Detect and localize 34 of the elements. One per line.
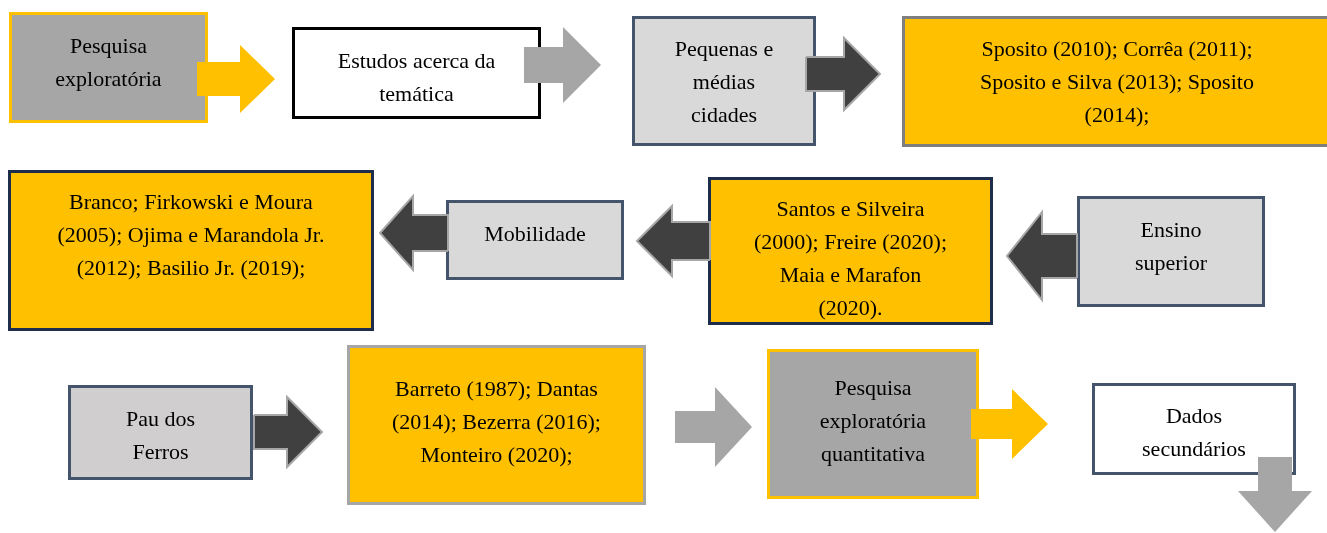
- box-label: Estudos acerca da temática: [336, 47, 497, 108]
- block-arrow: [1238, 457, 1312, 532]
- process-box: [8, 170, 374, 331]
- process-box: [632, 16, 816, 146]
- box-label: Mobilidade: [484, 220, 586, 248]
- block-arrow: [971, 389, 1048, 459]
- block-arrow: [805, 35, 882, 113]
- block-arrow: [197, 45, 275, 113]
- process-box: [292, 27, 541, 119]
- box-label: Ensino superior: [1133, 216, 1209, 277]
- box-label: Pesquisa exploratória quantitativa: [818, 374, 928, 468]
- process-box: [1092, 383, 1296, 475]
- block-arrow: [253, 394, 324, 470]
- block-arrow: [635, 203, 711, 279]
- box-label: Barreto (1987); Dantas (2014); Bezerra (2016); Monteiro (2020);: [391, 375, 602, 469]
- process-box: [708, 177, 993, 325]
- process-box: [347, 345, 646, 505]
- block-arrow: [378, 193, 449, 273]
- process-box: [446, 200, 624, 280]
- box-label: Branco; Firkowski e Moura (2005); Ojima e Marandola Jr. (2012); Basilio Jr. (2019);: [56, 188, 326, 282]
- box-label: Sposito (2010); Corrêa (2011); Sposito e Silva (2013); Sposito (2014);: [979, 35, 1255, 129]
- process-box: [68, 385, 253, 480]
- block-arrow: [524, 27, 601, 103]
- box-label: Pesquisa exploratória: [54, 32, 163, 93]
- box-label: Pequenas e médias cidades: [673, 35, 775, 129]
- box-label: Pau dos Ferros: [124, 405, 197, 466]
- block-arrow: [1005, 209, 1078, 303]
- process-box: [1077, 196, 1265, 307]
- box-label: Dados secundários: [1141, 402, 1247, 463]
- process-box: [767, 349, 979, 499]
- process-box: [9, 12, 208, 123]
- block-arrow: [675, 387, 752, 467]
- box-label: Santos e Silveira (2000); Freire (2020); Maia e Marafon (2020).: [752, 195, 949, 322]
- process-box: [902, 16, 1327, 147]
